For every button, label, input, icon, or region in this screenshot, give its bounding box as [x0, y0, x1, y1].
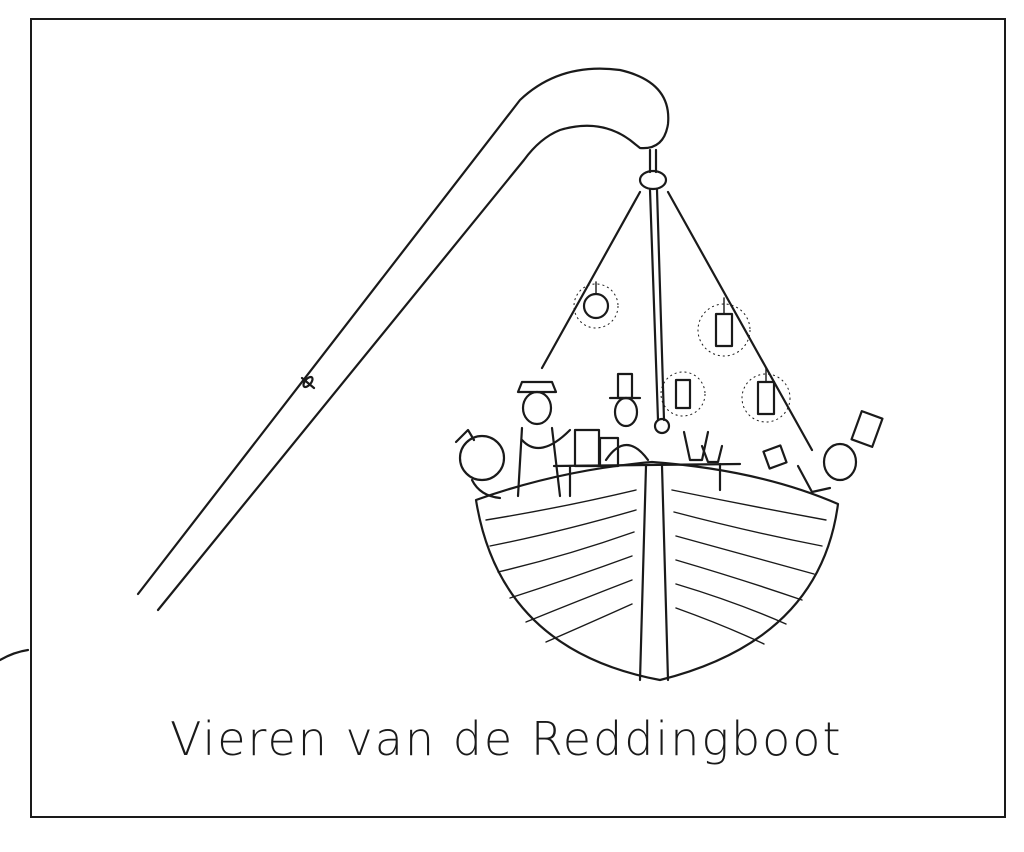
- pulley-and-ropes: [540, 148, 814, 452]
- boat-passengers: [454, 372, 884, 500]
- hanging-lanterns: [573, 281, 791, 423]
- drawing-frame: [30, 18, 1006, 818]
- davit-arm: [136, 67, 670, 612]
- stray-mark: [0, 648, 30, 662]
- lifeboat-hull: [474, 460, 840, 682]
- cartoon-caption: Vieren van de Reddingboot: [170, 712, 843, 766]
